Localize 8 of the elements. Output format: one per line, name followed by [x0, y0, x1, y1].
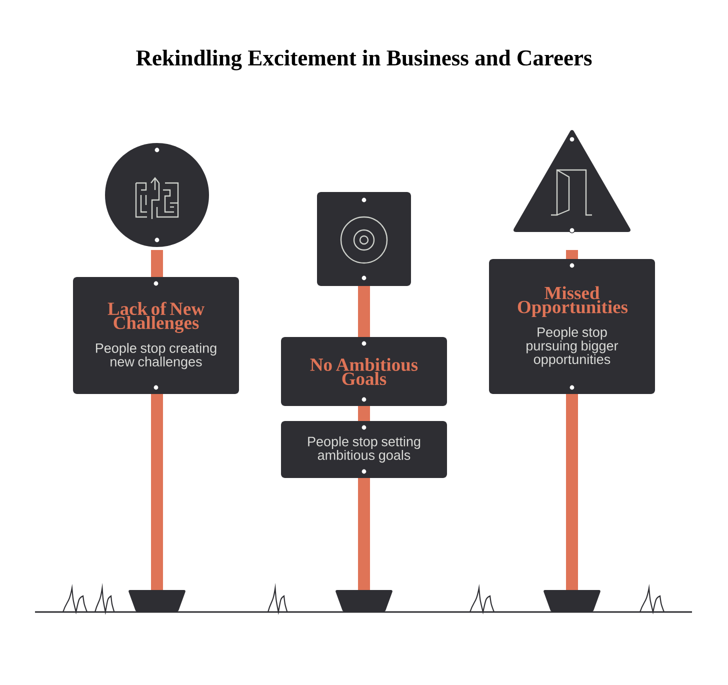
sign-board: Missed Opportunities People stop pursuing bigger opportunities	[489, 259, 655, 394]
square-sign	[317, 192, 411, 286]
round-sign	[105, 143, 209, 247]
sign-board: People stop setting ambitious goals	[281, 421, 447, 478]
triangle-sign	[514, 130, 630, 234]
sign-board: No Ambitious Goals	[281, 337, 447, 406]
title: Rekindling Excitement in Business and Careers	[136, 50, 592, 70]
sign-board: Lack of New Challenges People stop creating new challenges	[73, 277, 239, 394]
